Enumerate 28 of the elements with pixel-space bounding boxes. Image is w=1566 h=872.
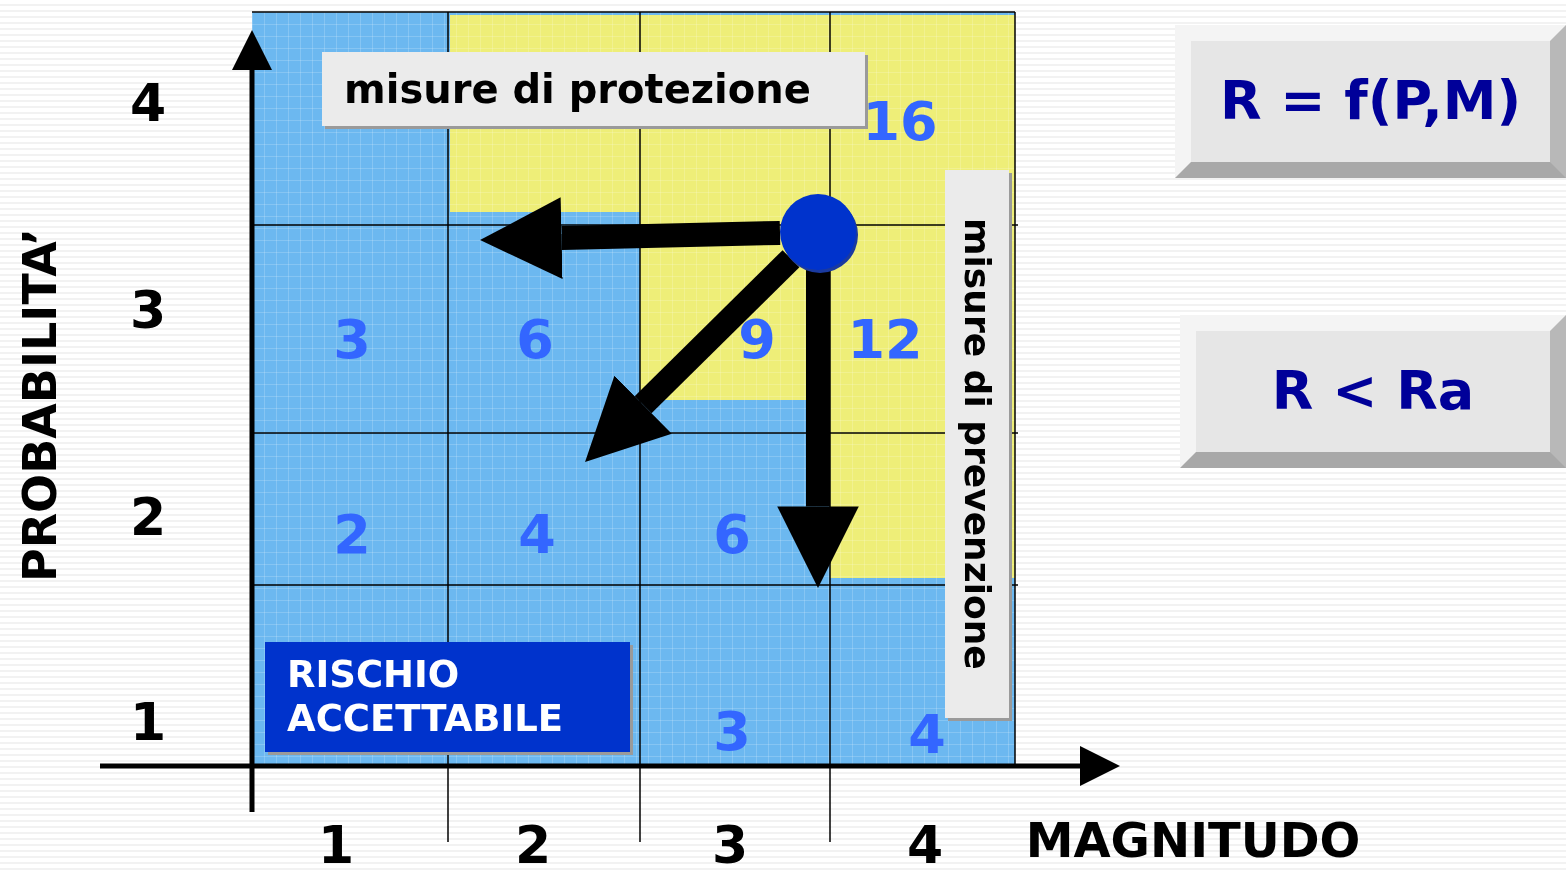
cell-value: 9 — [738, 313, 776, 367]
cell-value: 3 — [333, 313, 371, 367]
cell-value: 6 — [713, 508, 751, 562]
zone-label: RISCHIO ACCETTABILE — [265, 642, 630, 752]
measure-label: misure di protezione — [322, 52, 865, 126]
tick-label: 3 — [129, 284, 167, 336]
arrow — [480, 197, 781, 279]
cell-value: 2 — [333, 508, 371, 562]
arrow — [777, 270, 859, 588]
cell-value: 16 — [862, 95, 938, 149]
formula-box: R < Ra — [1180, 315, 1566, 468]
cell-value: 12 — [847, 313, 923, 367]
axis-title: PROBABILITA’ — [17, 227, 63, 583]
tick-label: 1 — [317, 819, 355, 871]
formula-box: R = f(P,M) — [1175, 25, 1566, 178]
tick-label: 3 — [711, 819, 749, 871]
cell-value: 3 — [713, 705, 751, 759]
cell-value: 6 — [516, 313, 554, 367]
measure-label: misure di prevenzione — [945, 170, 1009, 718]
tick-label: 1 — [129, 696, 167, 748]
cell-value: 4 — [908, 708, 946, 762]
axis-title: MAGNITUDO — [1025, 816, 1361, 864]
cell-value: 4 — [518, 508, 556, 562]
tick-label: 4 — [129, 77, 167, 129]
tick-label: 2 — [514, 819, 552, 871]
tick-label: 4 — [906, 819, 944, 871]
tick-label: 2 — [129, 491, 167, 543]
arrow — [585, 250, 800, 463]
